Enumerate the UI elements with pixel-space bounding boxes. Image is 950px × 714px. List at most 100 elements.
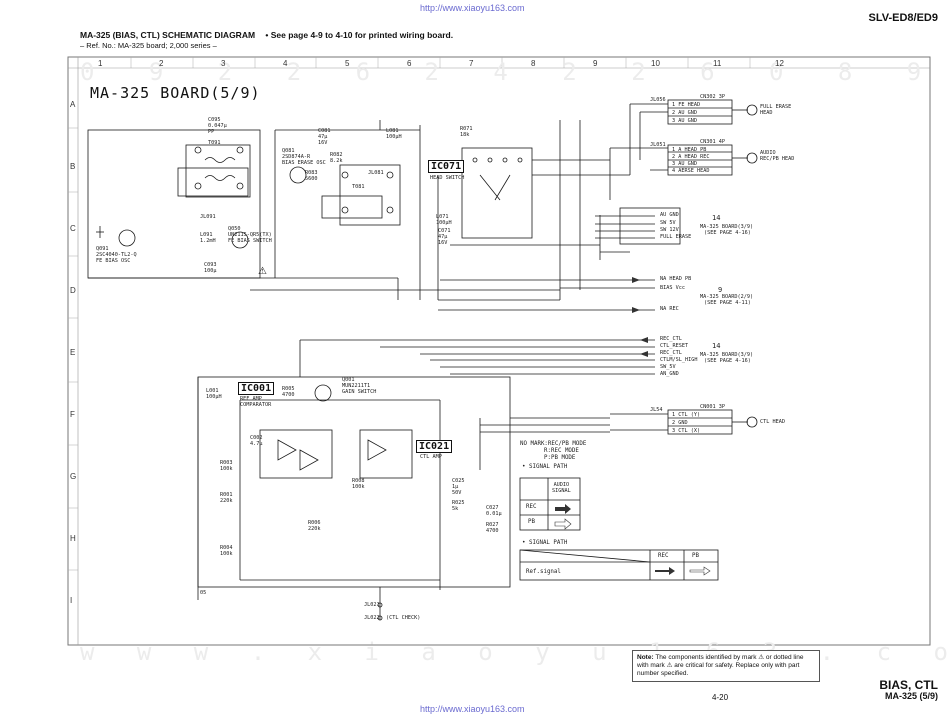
col-10: 10 bbox=[651, 59, 660, 68]
part-c093: C093 100μ bbox=[204, 262, 217, 274]
cn001-dest: CTL HEAD bbox=[760, 419, 785, 425]
part-r071: R071 18k bbox=[460, 126, 473, 138]
part-r082: R082 8.2k bbox=[330, 152, 343, 164]
cn302-pin3: 3 AU GND bbox=[672, 118, 697, 124]
cn301-pin1: 1 A HEAD PB bbox=[672, 147, 707, 153]
row-c: C bbox=[70, 224, 76, 233]
col-1: 1 bbox=[98, 59, 103, 68]
cn301-pin3: 3 AU GND bbox=[672, 161, 697, 167]
row-e: E bbox=[70, 348, 76, 357]
col-11: 11 bbox=[713, 59, 722, 68]
legend-signal-path: • SIGNAL PATH bbox=[522, 464, 568, 470]
cn301-pin2: 2 A HEAD REC bbox=[672, 154, 710, 160]
grpe-sig1: REC_CTL bbox=[660, 336, 682, 342]
col-6: 6 bbox=[407, 59, 412, 68]
col-7: 7 bbox=[469, 59, 474, 68]
grpc-sig1: AU GND bbox=[660, 212, 679, 218]
part-jl091: JL091 bbox=[200, 214, 216, 220]
grpd-see: (SEE PAGE 4-11) bbox=[704, 300, 751, 306]
part-c081: C081 47μ 16V bbox=[318, 128, 331, 146]
grpc-marker: 14 bbox=[712, 214, 721, 222]
grpe-sig5: SW_5V bbox=[660, 364, 676, 370]
grpe-marker: 14 bbox=[712, 342, 721, 350]
col-3: 3 bbox=[221, 59, 226, 68]
legend-signal-path-text: SIGNAL PATH bbox=[528, 464, 568, 470]
ic071-label: HEAD SWITCH bbox=[430, 175, 465, 181]
col-4: 4 bbox=[283, 59, 288, 68]
part-q081: Q081 2SD874A-R BIAS ERASE OSC bbox=[282, 148, 326, 166]
grpc-ref: MA-325 BOARD(3/9) bbox=[700, 224, 754, 230]
part-r025: R025 5k bbox=[452, 500, 465, 512]
part-ctl-check: (CTL CHECK) bbox=[386, 615, 421, 621]
ref-number: – Ref. No.: MA-325 board; 2,000 series – bbox=[80, 41, 217, 50]
cn302-jl: JL056 bbox=[650, 97, 666, 103]
grpe-sig4: CTLM/SL_HIGH bbox=[660, 357, 698, 363]
col-8: 8 bbox=[531, 59, 536, 68]
cn001-ref: CN001 3P bbox=[700, 404, 725, 410]
part-jl021: JL021 bbox=[364, 602, 380, 608]
footer-title: BIAS, CTL bbox=[879, 678, 938, 692]
caution-icon: ⚠ bbox=[258, 266, 267, 277]
ic071-box: IC071 bbox=[428, 160, 465, 173]
legend-ref-signal: Ref.signal bbox=[526, 569, 561, 575]
cn301-pin4: 4 AERSE HEAD bbox=[672, 168, 710, 174]
grpd-ref: MA-325 BOARD(2/9) bbox=[700, 294, 754, 300]
row-f: F bbox=[70, 410, 75, 419]
part-l071: L071 100μH bbox=[436, 214, 452, 226]
part-c071: C071 47μ 16V bbox=[438, 228, 451, 246]
part-jl081: JL081 bbox=[368, 170, 384, 176]
row-i: I bbox=[70, 596, 73, 605]
footer-subtitle: MA-325 (5/9) bbox=[884, 691, 938, 701]
part-q091: Q091 2SC4040-TL2-Q FE BIAS OSC bbox=[96, 246, 137, 264]
grpe-sig3: REC_CTL bbox=[660, 350, 682, 356]
schematic-title-text: MA-325 (BIAS, CTL) SCHEMATIC DIAGRAM bbox=[80, 30, 256, 40]
part-r008: R008 100k bbox=[352, 478, 365, 490]
col-2: 2 bbox=[159, 59, 164, 68]
grpd-sig2: BIAS Vcc bbox=[660, 285, 685, 291]
legend-signal-path2: • SIGNAL PATH bbox=[522, 540, 568, 546]
legend-rec2: REC bbox=[658, 553, 669, 559]
part-t091: T091 bbox=[208, 140, 221, 146]
legend-signal-path2-text: SIGNAL PATH bbox=[528, 540, 568, 546]
cn301-jl: JL051 bbox=[650, 142, 666, 148]
part-t081: T081 bbox=[352, 184, 365, 190]
part-label05: 05 bbox=[200, 590, 207, 596]
ic021-label: CTL AMP bbox=[420, 454, 442, 460]
row-d: D bbox=[70, 286, 76, 295]
legend-mode-3: P:PB MODE bbox=[544, 455, 576, 461]
grpe-ref: MA-325 BOARD(3/9) bbox=[700, 352, 754, 358]
grpe-sig2: CTL_RESET bbox=[660, 343, 689, 349]
grpc-sig4: FULL ERASE bbox=[660, 234, 692, 240]
cn302-ref: CN302 3P bbox=[700, 94, 725, 100]
board-title: MA-325 BOARD(5/9) bbox=[90, 84, 261, 102]
legend-mode-2: R:REC MODE bbox=[544, 448, 579, 454]
col-9: 9 bbox=[593, 59, 598, 68]
cn302-dest: FULL ERASE HEAD bbox=[760, 104, 792, 116]
part-l001: L001 100μH bbox=[206, 388, 222, 400]
grpd-sig3: NA REC bbox=[660, 306, 679, 312]
cn001-pin2: 2 GND bbox=[672, 420, 688, 426]
cn301-ref: CN301 4P bbox=[700, 139, 725, 145]
grpe-see: (SEE PAGE 4-16) bbox=[704, 358, 751, 364]
part-l091: L091 1.2mH bbox=[200, 232, 216, 244]
part-r083: R083 5600 bbox=[305, 170, 318, 182]
safety-note-text: The components identified by mark ⚠ or d… bbox=[637, 654, 804, 677]
row-h: H bbox=[70, 534, 76, 543]
legend-pb: PB bbox=[528, 519, 535, 525]
ic001-label: REF AMP COMPARATOR bbox=[240, 396, 272, 408]
grpc-see: (SEE PAGE 4-16) bbox=[704, 230, 751, 236]
legend-pb2: PB bbox=[692, 553, 699, 559]
bottom-url[interactable]: http://www.xiaoyu163.com bbox=[420, 704, 525, 714]
part-jl022: JL022 bbox=[364, 615, 380, 621]
svg-text:0 9 2 2 6 2 4 2 2 6 0 8 9 7 2: 0 9 2 2 6 2 4 2 2 6 0 8 9 7 2 9 9 bbox=[80, 58, 950, 86]
top-url[interactable]: http://www.xiaoyu163.com bbox=[420, 3, 525, 13]
part-l081: L081 100μH bbox=[386, 128, 402, 140]
ic001-box: IC001 bbox=[238, 382, 275, 395]
part-c027: C027 0.01μ bbox=[486, 505, 502, 517]
part-q050: Q050 UN2115-QR5(TX) FE BIAS SWITCH bbox=[228, 226, 272, 244]
row-b: B bbox=[70, 162, 76, 171]
part-c025: C025 1μ 50V bbox=[452, 478, 465, 496]
cn301-dest: AUDIO REC/PB HEAD bbox=[760, 150, 795, 162]
legend-mode-1: NO MARK:REC/PB MODE bbox=[520, 441, 587, 447]
